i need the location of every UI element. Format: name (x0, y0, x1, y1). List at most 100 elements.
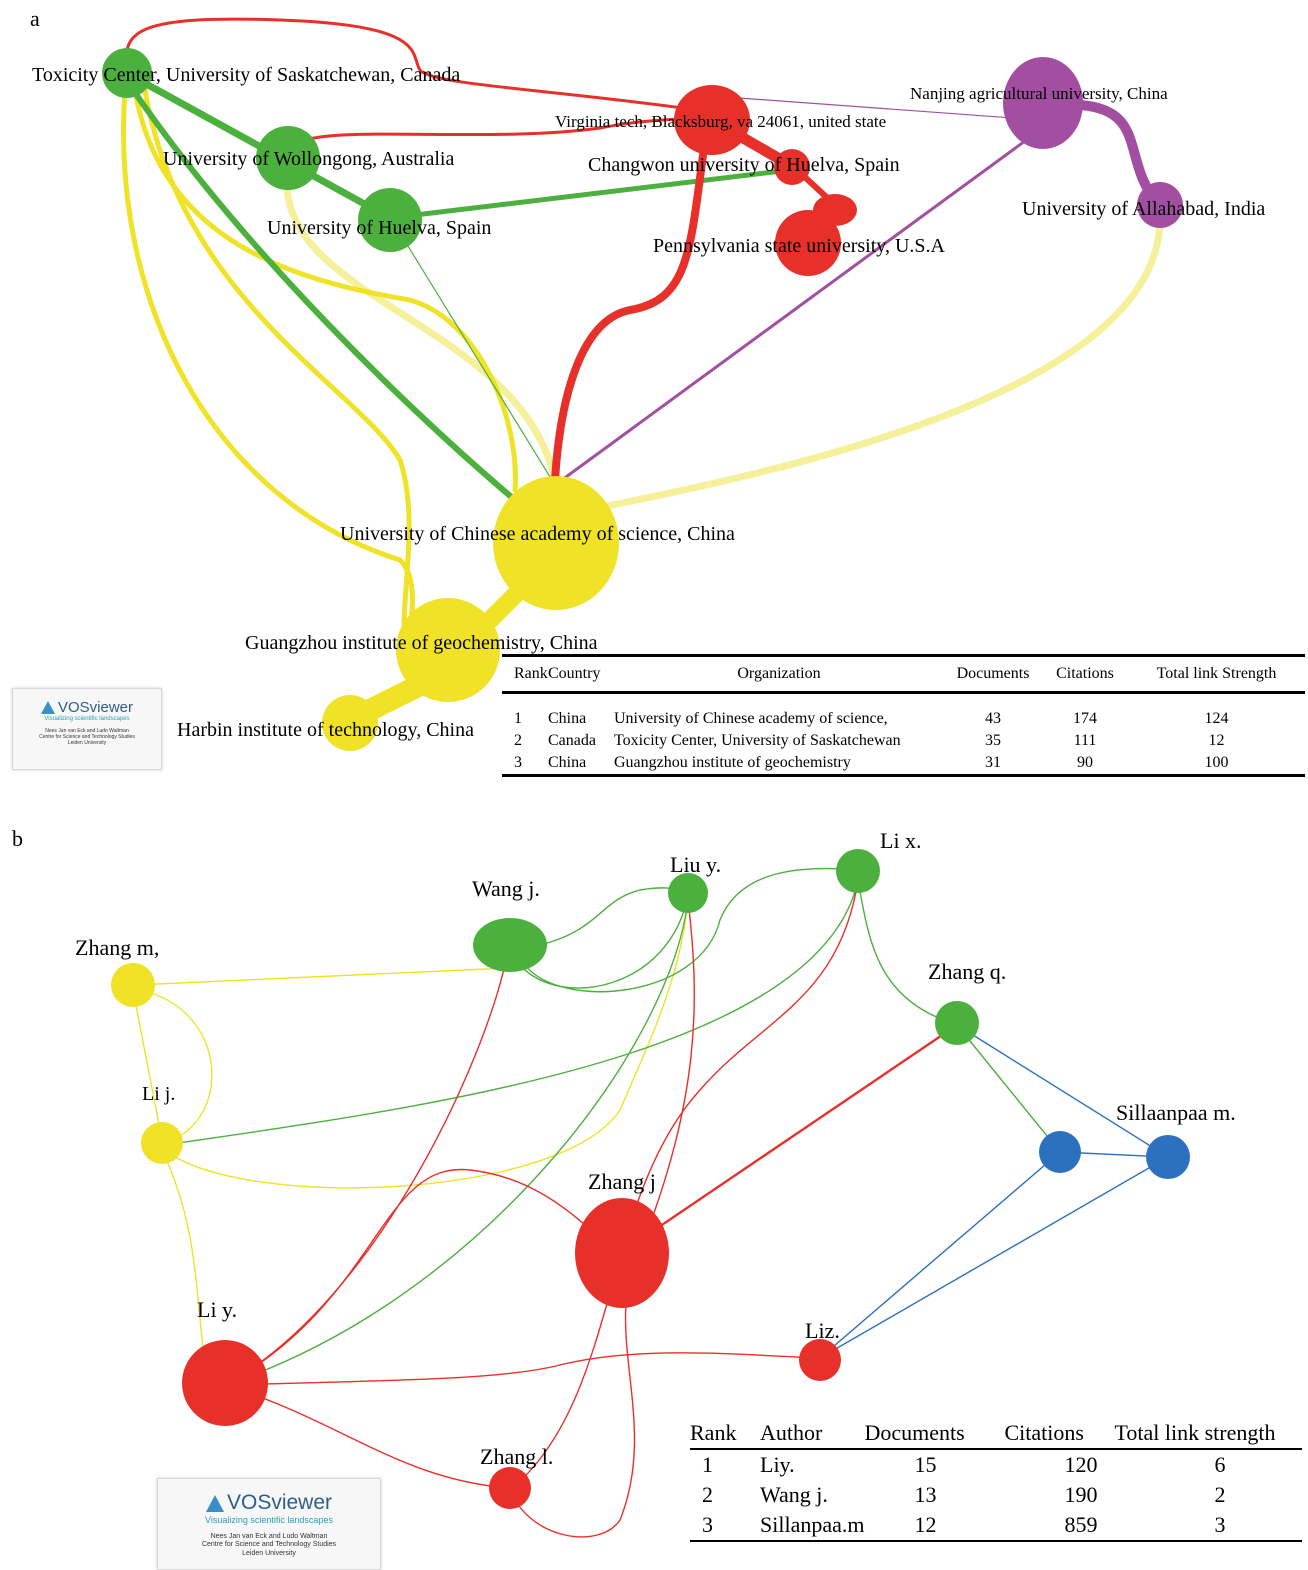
logo-tagline: Visualizing scientific landscapes (44, 716, 130, 722)
cell-organization: Toxicity Center, University of Saskatche… (614, 732, 901, 749)
label-liz: Liz. (805, 1318, 840, 1343)
edge-virginia-nanjing (711, 95, 1041, 121)
edge-lij-liuy (164, 899, 689, 1189)
label-ucas: University of Chinese academy of science… (340, 523, 735, 545)
col-documents: Documents (956, 665, 1030, 682)
label-huelva: University of Huelva, Spain (267, 217, 491, 239)
col-documents: Documents (864, 1420, 965, 1445)
edge-toxicity-guangzhou (121, 87, 415, 643)
edge-toxicity-ucas-y2 (142, 87, 412, 643)
logo-credit-centre: Centre for Science and Technology Studie… (201, 1541, 337, 1549)
label-liuy: Liu y. (670, 852, 721, 877)
vosviewer-logo-a: VOSviewer Visualizing scientific landsca… (12, 688, 162, 770)
cell-total-link-strength: 100 (1204, 754, 1229, 771)
node-harbin (322, 695, 378, 751)
edge-wollongong-ucas (283, 166, 559, 484)
col-rank: Rank (514, 665, 548, 682)
label-harbin: Harbin institute of technology, China (177, 719, 474, 741)
cell-country: Canada (548, 732, 596, 749)
col-citations: Citations (1004, 1420, 1084, 1445)
panel-b-labels: Li x. Liu y. Wang j. Zhang m, Zhang q. L… (75, 828, 1236, 1469)
cell-rank: 3 (702, 1512, 713, 1537)
cell-country: China (548, 710, 587, 727)
logo-credit-authors: Nees Jan van Eck and Ludo Waltman (210, 1533, 328, 1540)
logo-brand: VOSviewer (57, 699, 134, 716)
col-rank: Rank (690, 1420, 737, 1445)
edge-liz-blue1 (819, 1151, 1061, 1359)
col-country: Country (548, 665, 601, 682)
edge-zhangm-lij-curve (139, 989, 213, 1141)
label-toxicity: Toxicity Center, University of Saskatche… (32, 64, 460, 86)
logo-credit-authors: Nees Jan van Eck and Ludo Waltman (45, 728, 129, 734)
edge-virginia-ucas (551, 136, 709, 484)
cell-rank: 1 (514, 710, 522, 727)
vosviewer-logo-icon (40, 701, 55, 714)
edge-wangj-lix (524, 867, 859, 993)
cell-citations: 859 (1064, 1512, 1098, 1537)
label-wollongong: University of Wollongong, Australia (163, 148, 454, 170)
cell-citations: 120 (1064, 1452, 1098, 1477)
edge-toxicity-virginia (125, 17, 714, 114)
cell-citations: 190 (1064, 1482, 1098, 1507)
cell-total-link-strength: 124 (1204, 710, 1229, 727)
cell-documents: 43 (985, 710, 1001, 727)
node-lij (141, 1122, 183, 1164)
cell-rank: 2 (514, 732, 522, 749)
cell-author: Wang j. (760, 1482, 828, 1507)
edge-zhangl-lix (509, 879, 859, 1491)
edge-nanjing-ucas (553, 128, 1042, 487)
node-pennsylvania (775, 210, 841, 276)
cell-documents: 12 (914, 1512, 937, 1537)
node-liy (182, 1340, 268, 1426)
table-header-row: Rank Country Organization Documents Cita… (502, 656, 1305, 693)
panel-a-nodes (102, 48, 1183, 751)
cell-country: China (548, 754, 587, 771)
edge-zhangj-zhangq (621, 1024, 958, 1253)
edge-liy-zhangl (224, 1384, 511, 1489)
vosviewer-logo-b: VOSviewer Visualizing scientific landsca… (157, 1478, 381, 1570)
label-virginia: Virginia tech, Blacksburg, va 24061, uni… (555, 112, 886, 131)
table-row: 2 Canada Toxicity Center, University of Sa… (502, 730, 1305, 752)
cell-rank: 2 (702, 1482, 713, 1507)
label-lix: Li x. (880, 828, 922, 853)
cell-citations: 111 (1073, 732, 1097, 749)
node-blue-unlabeled (1039, 1131, 1081, 1173)
label-sillanpaa: Sillaanpaa m. (1116, 1100, 1236, 1125)
edge-allahabad-ucas (556, 221, 1164, 519)
table-top-organizations: Rank Country Organization Documents Cita… (502, 654, 1305, 777)
node-liuy (668, 873, 708, 913)
label-nanjing: Nanjing agricultural university, China (910, 84, 1168, 103)
cell-citations: 174 (1073, 710, 1097, 727)
edge-zhangm-wangj (134, 967, 509, 986)
cell-total-link-strength: 12 (1208, 732, 1225, 749)
node-toxicity (102, 48, 152, 98)
cell-rank: 1 (702, 1452, 713, 1477)
node-zhangj (575, 1198, 669, 1308)
table-header-row: Rank Author Documents Citations Total li… (690, 1418, 1302, 1449)
edge-wangj-liuy (539, 887, 689, 946)
label-pennsylvania: Pennsylvania state university, U.S.A (653, 235, 946, 257)
cell-author: Sillanpaa.m (760, 1512, 865, 1537)
edge-liy-zhangj (224, 1168, 623, 1386)
node-wollongong (256, 126, 320, 190)
label-allahabad: University of Allahabad, India (1022, 198, 1265, 220)
node-liz (799, 1339, 841, 1381)
logo-credit-centre: Centre for Science and Technology Studie… (39, 734, 135, 740)
label-zhangm: Zhang m, (75, 935, 159, 960)
edge-zhangq-sillanpaa (956, 1024, 1169, 1158)
panel-a-labels: Toxicity Center, University of Saskatche… (32, 64, 1265, 741)
label-changwon: Changwon university of Huelva, Spain (588, 154, 900, 176)
cell-documents: 35 (985, 732, 1001, 749)
col-organization: Organization (737, 665, 821, 682)
edge-liy-wangj (224, 949, 509, 1386)
table-top-authors: Rank Author Documents Citations Total li… (690, 1418, 1302, 1542)
logo-tagline: Visualizing scientific landscapes (205, 1515, 333, 1525)
logo-credit-university: Leiden University (242, 1549, 296, 1557)
panel-label-a: a (30, 6, 40, 31)
edge-lij-liy (161, 1149, 206, 1361)
col-author: Author (760, 1420, 823, 1445)
